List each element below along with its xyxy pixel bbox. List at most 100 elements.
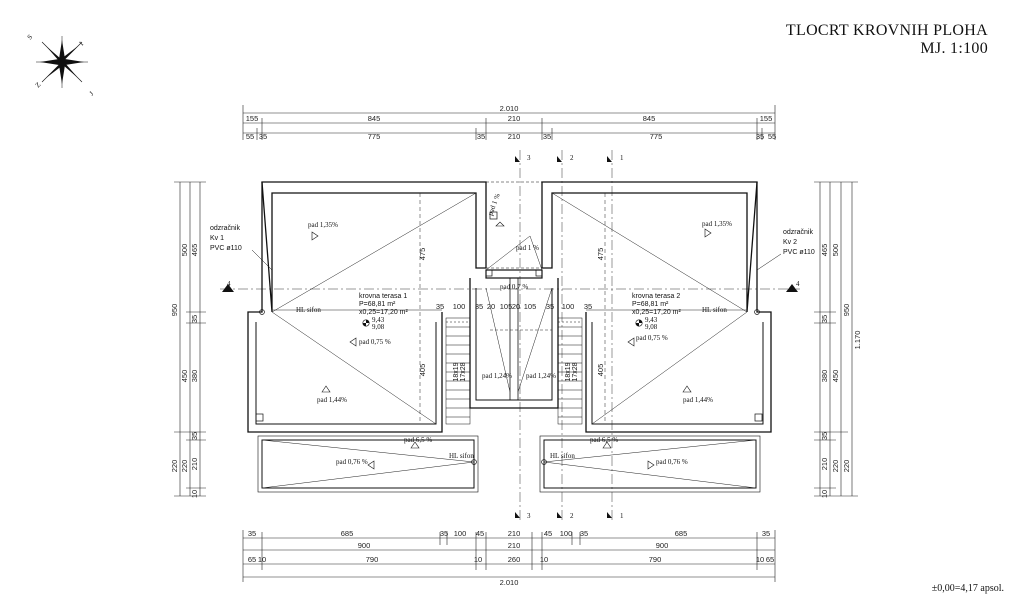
slope-arrow-icon: [311, 221, 712, 470]
left-slope-1: pad 1,35%: [308, 221, 338, 229]
right-slope-1: pad 1,35%: [702, 220, 732, 228]
left-stair-dim-1: 18x19: [453, 362, 460, 381]
dim-top-r3-5: 35: [543, 132, 551, 141]
dim-bot-r2-1: 210: [508, 541, 521, 550]
drain-icon: [255, 211, 763, 465]
right-stair-dim-2: 17x28: [572, 362, 579, 381]
dim-bot-r1-10: 35: [762, 529, 770, 538]
dim-bot-r3-5: 10: [540, 555, 548, 564]
dim-top-r2-0: 155: [246, 114, 259, 123]
dim-bot-r1-6: 45: [544, 529, 552, 538]
dim-total-top: 2.010: [500, 104, 519, 113]
dim-left-inner-1: 450: [180, 370, 189, 383]
right-terrace-area: P=68,81 m²: [632, 301, 669, 308]
dim-top-r2-3: 845: [643, 114, 656, 123]
right-slope-6: pad 1,24%: [526, 372, 556, 380]
right-unit-walls: [539, 181, 772, 493]
right-spot-top: 9,43: [645, 316, 658, 324]
dim-bot-r1-8: 35: [580, 529, 588, 538]
right-stair-dim-1: 18x19: [565, 362, 572, 381]
title-line-2: MJ. 1:100: [920, 40, 988, 57]
dim-left-in-1: 35: [190, 315, 199, 323]
height-right-2: 405: [596, 364, 605, 377]
dim-top-r2-2: 210: [508, 114, 521, 123]
left-vent-1: odzračnik: [210, 225, 240, 232]
spot-level-icon: [362, 319, 370, 327]
section-1-bottom: 1: [620, 512, 624, 520]
dim-inner-4: 105: [500, 302, 513, 311]
section-2-top: 2: [570, 154, 574, 162]
left-stair: [445, 317, 471, 425]
right-hl-sifon-top: HL sifon: [702, 306, 727, 314]
dim-right-mid-1: 220: [842, 460, 851, 473]
right-hl-sifon-bottom: HL sifon: [550, 452, 575, 460]
dim-left-in-3: 35: [190, 432, 199, 440]
dim-bot-r1-0: 35: [248, 529, 256, 538]
left-slope-4: pad 6,5 %: [404, 436, 432, 444]
left-unit-walls: [247, 181, 487, 493]
dim-bot-r3-2: 790: [366, 555, 379, 564]
dim-inner-2: 35: [475, 302, 483, 311]
section-arrows-icon: [222, 156, 798, 518]
section-1-top: 1: [620, 154, 624, 162]
dim-left-in-4: 210: [190, 458, 199, 471]
dim-right-mid-0: 950: [842, 304, 851, 317]
right-stair: [557, 317, 583, 425]
dim-bot-r1-3: 100: [454, 529, 467, 538]
left-terrace-name: krovna terasa 1: [359, 293, 407, 300]
dim-inner-0: 35: [436, 302, 444, 311]
dim-inner-5: 20: [512, 302, 520, 311]
section-3-top: 3: [527, 154, 531, 162]
compass-z: Z: [34, 81, 43, 90]
dim-left-in-5: 10: [190, 490, 199, 498]
dim-bot-r3-0: 65: [248, 555, 256, 564]
slope-lines: [261, 192, 757, 489]
left-vent-2: Kv 1: [210, 235, 224, 242]
compass-i: I: [78, 40, 86, 48]
dim-inner-8: 100: [562, 302, 575, 311]
dim-bot-r2-2: 900: [656, 541, 669, 550]
dim-bot-r1-2: 35: [440, 529, 448, 538]
section-4-right: 4: [796, 280, 800, 288]
left-hl-sifon-top: HL sifon: [296, 306, 321, 314]
dim-left-inner-0: 500: [180, 244, 189, 257]
dim-bot-r3-1: 10: [258, 555, 266, 564]
right-slope-5: pad 0,76 %: [656, 458, 688, 466]
title-line-1: TLOCRT KROVNIH PLOHA: [785, 22, 988, 39]
dim-inner-3: 20: [487, 302, 495, 311]
elevation-datum: ±0,00=4,17 apsol.: [931, 583, 1004, 594]
dim-top-r2-1: 845: [368, 114, 381, 123]
dim-right-in-5: 10: [820, 490, 829, 498]
dim-inner-6: 105: [524, 302, 537, 311]
height-right-1: 475: [596, 248, 605, 261]
right-slope-3: pad 1,44%: [683, 396, 713, 404]
dim-right-in-1: 35: [820, 315, 829, 323]
dim-top-r3-7: 35: [756, 132, 764, 141]
dim-left-in-2: 380: [190, 370, 199, 383]
dim-bot-r3-8: 65: [766, 555, 774, 564]
right-slope-4: pad 6,5 %: [590, 436, 618, 444]
dim-right-in-0: 465: [820, 244, 829, 257]
left-slope-5: pad 0,76 %: [336, 458, 368, 466]
bottom-dimension-chain: [242, 530, 776, 582]
right-terrace-name: krovna terasa 2: [632, 293, 680, 300]
left-slope-3: pad 1,44%: [317, 396, 347, 404]
dim-bot-r3-4: 260: [508, 555, 521, 564]
right-vent-3: PVC ø110: [783, 249, 815, 256]
dim-bot-r1-7: 100: [560, 529, 573, 538]
dim-top-r3-6: 775: [650, 132, 663, 141]
section-3-bottom: 3: [527, 512, 531, 520]
left-terrace-area: P=68,81 m²: [359, 301, 396, 308]
compass-j: J: [88, 90, 96, 98]
dim-left-outer-0: 950: [170, 304, 179, 317]
dim-left-outer-1: 220: [170, 460, 179, 473]
dim-bot-r1-5: 210: [508, 529, 521, 538]
top-dimension-chain: [242, 105, 776, 140]
dim-top-r3-4: 210: [508, 132, 521, 141]
dim-bot-r1-1: 685: [341, 529, 354, 538]
right-vent-1: odzračnik: [783, 229, 813, 236]
right-slope-2: pad 0,75 %: [636, 334, 668, 342]
dim-right-inner-0: 500: [831, 244, 840, 257]
section-2-bottom: 2: [570, 512, 574, 520]
